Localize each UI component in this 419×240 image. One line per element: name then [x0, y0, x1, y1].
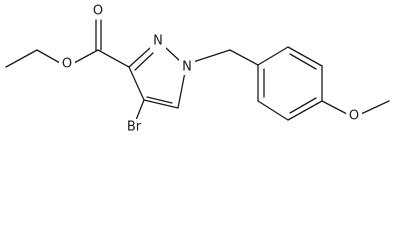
bond-c5-c4-b	[146, 96, 173, 104]
bond-c4-br	[135, 99, 145, 121]
bond-ar4-o-methoxy	[321, 100, 348, 115]
bond-n2-n1	[165, 47, 182, 63]
bond-c5-c4-a	[143, 99, 179, 109]
bromine-label: Br	[127, 120, 142, 135]
bond-ar5-ar6	[257, 100, 289, 121]
bond-ar2-ar3-inner	[289, 53, 317, 70]
bond-ar1-ar2	[257, 46, 289, 66]
pyrazole-n1-label: N	[182, 60, 192, 75]
pyrazole-n2-label: N	[153, 34, 163, 49]
bond-ch2-ar	[229, 49, 259, 66]
bond-ar4-ar5	[287, 100, 323, 121]
bond-o-ester-carbonyl-c	[73, 49, 99, 64]
bond-c3-n2-a	[128, 47, 151, 68]
molecule-structure: O O N N Br O	[5, 3, 390, 135]
ester-oxygen-label: O	[62, 57, 72, 72]
carbonyl-oxygen-label: O	[93, 4, 103, 19]
bond-c3-n2-b	[134, 52, 154, 71]
bond-ch3-ch2	[5, 49, 38, 68]
bond-ch2-o-ester	[36, 49, 61, 64]
methoxy-oxygen-label: O	[349, 109, 359, 124]
bond-o-methoxy-ch3	[360, 100, 390, 115]
bond-ar4-ar5-inner	[289, 97, 317, 114]
bond-n1-c5	[177, 71, 186, 109]
bond-c4-c3	[128, 66, 145, 101]
bond-carbonyl-c-c3	[97, 49, 130, 68]
bond-n1-ch2	[192, 49, 231, 63]
bond-ar2-ar3	[287, 46, 323, 67]
